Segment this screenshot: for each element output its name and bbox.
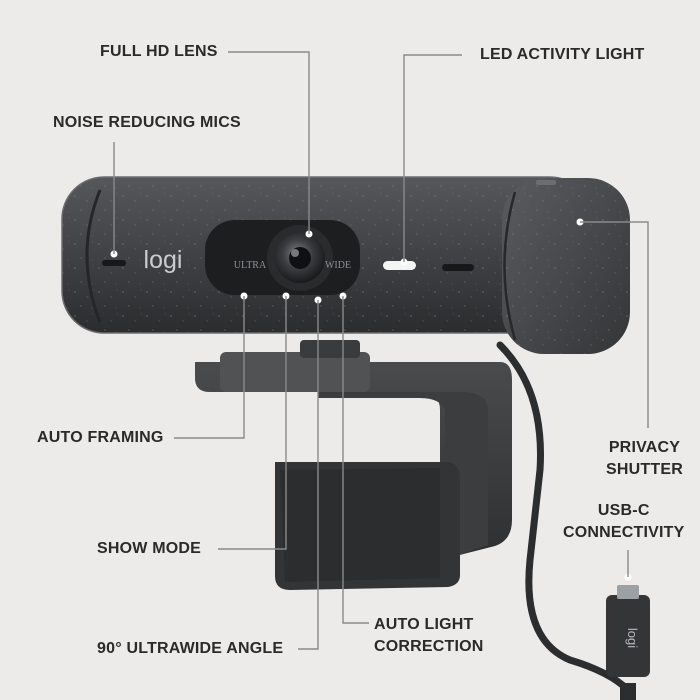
callout-auto-framing: AUTO FRAMING (37, 429, 164, 446)
lens-window: ULTRA WIDE (205, 220, 360, 295)
logi-logo: logi (144, 246, 183, 274)
led-activity-light (383, 261, 416, 270)
callout-led-activity-light: LED ACTIVITY LIGHT (480, 46, 645, 63)
callout-noise-reducing-mics: NOISE REDUCING MICS (53, 114, 241, 131)
privacy-shutter (502, 178, 630, 354)
callout-ultrawide-angle: 90° ULTRAWIDE ANGLE (97, 640, 284, 657)
callout-full-hd-lens: FULL HD LENS (100, 43, 218, 60)
callout-usb-c-line2: CONNECTIVITY (563, 524, 685, 541)
mic-right (442, 264, 474, 271)
mount-clip (195, 340, 512, 590)
callout-privacy-shutter-line1: PRIVACY (608, 439, 681, 456)
callout-privacy-shutter-line2: SHUTTER (606, 461, 683, 478)
callout-privacy-shutter: PRIVACY SHUTTER (606, 437, 683, 481)
callout-usb-c-line1: USB-C (597, 502, 650, 519)
usb-c-plug: logi (606, 585, 650, 700)
usb-cable (496, 341, 632, 700)
plug-logo-text: logi (625, 628, 640, 648)
lens-label-wide: WIDE (325, 260, 351, 271)
mic-left (102, 260, 126, 266)
callout-show-mode: SHOW MODE (97, 540, 202, 557)
callout-usb-c-connectivity: USB-C CONNECTIVITY (563, 500, 685, 544)
callout-auto-light-line1: AUTO LIGHT (374, 616, 474, 633)
leader-lines (113, 51, 649, 650)
callout-auto-light-correction: AUTO LIGHT CORRECTION (374, 614, 484, 658)
callout-auto-light-line2: CORRECTION (374, 638, 484, 655)
lens-label-ultra: ULTRA (234, 260, 267, 271)
